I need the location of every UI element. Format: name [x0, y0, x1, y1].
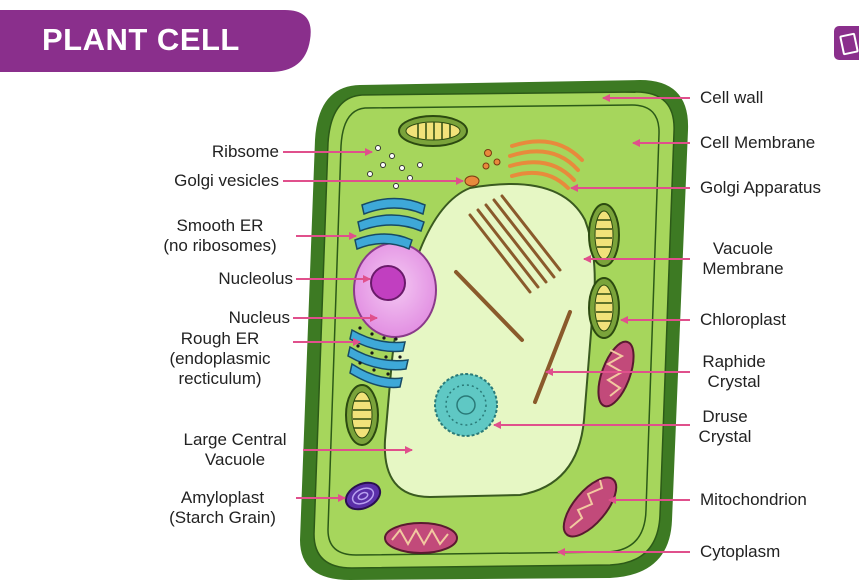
label-golgi-apparatus: Golgi Apparatus — [700, 178, 821, 198]
chloroplast-right-1 — [589, 204, 619, 266]
nucleolus — [371, 266, 405, 300]
label-vacuole-membrane: Vacuole Membrane — [694, 239, 792, 279]
label-smooth-er-line1: Smooth ER — [140, 216, 300, 236]
label-smooth-er-line2: (no ribosomes) — [140, 236, 300, 256]
mitochondrion-bottom — [385, 523, 457, 553]
chloroplast-top — [399, 116, 467, 146]
label-cytoplasm: Cytoplasm — [700, 542, 780, 562]
label-smooth-er: Smooth ER (no ribosomes) — [140, 216, 300, 256]
label-rough-er-line1: Rough ER — [150, 329, 290, 349]
label-large-central-vacuole-line1: Large Central — [165, 430, 305, 450]
label-mitochondrion: Mitochondrion — [700, 490, 807, 510]
label-raphide-crystal: Raphide Crystal — [694, 352, 774, 392]
label-druse-crystal-line2: Crystal — [690, 427, 760, 447]
label-ribosome: Ribsome — [212, 142, 279, 162]
label-druse-crystal-line1: Druse — [690, 407, 760, 427]
label-large-central-vacuole: Large Central Vacuole — [165, 430, 305, 470]
label-druse-crystal: Druse Crystal — [690, 407, 760, 447]
label-amyloplast: Amyloplast (Starch Grain) — [150, 488, 295, 528]
label-chloroplast: Chloroplast — [700, 310, 786, 330]
label-rough-er: Rough ER (endoplasmic recticulum) — [150, 329, 290, 389]
chloroplast-right-2 — [589, 278, 619, 338]
label-rough-er-line2: (endoplasmic — [150, 349, 290, 369]
chloroplast-left — [346, 385, 378, 445]
label-amyloplast-line2: (Starch Grain) — [150, 508, 295, 528]
label-nucleus: Nucleus — [229, 308, 290, 328]
label-raphide-crystal-line1: Raphide — [694, 352, 774, 372]
label-vacuole-membrane-line1: Vacuole — [694, 239, 792, 259]
label-raphide-crystal-line2: Crystal — [694, 372, 774, 392]
label-nucleolus: Nucleolus — [218, 269, 293, 289]
label-cell-wall: Cell wall — [700, 88, 763, 108]
druse-crystal — [435, 374, 497, 436]
label-golgi-vesicles: Golgi vesicles — [174, 171, 279, 191]
label-large-central-vacuole-line2: Vacuole — [165, 450, 305, 470]
label-amyloplast-line1: Amyloplast — [150, 488, 295, 508]
label-vacuole-membrane-line2: Membrane — [694, 259, 792, 279]
label-rough-er-line3: recticulum) — [150, 369, 290, 389]
label-cell-membrane: Cell Membrane — [700, 133, 815, 153]
